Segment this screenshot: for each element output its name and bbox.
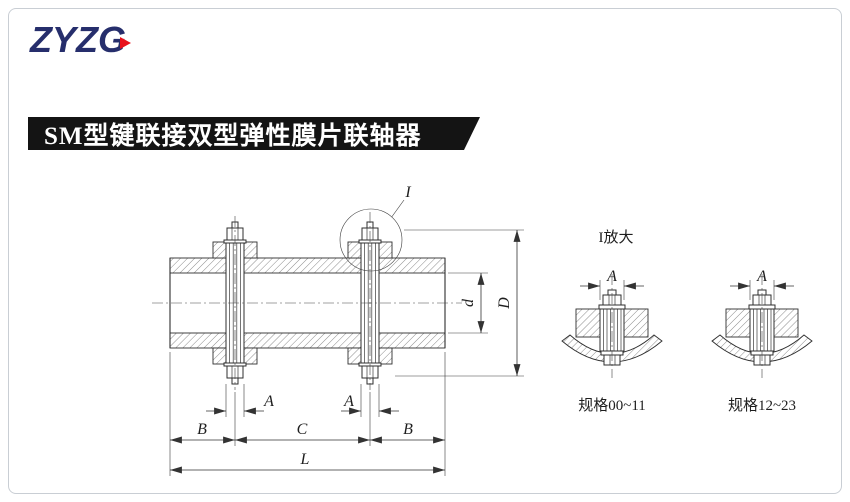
detail-left-dim-A: A <box>606 268 617 285</box>
dim-label-d: d <box>460 298 477 307</box>
page-title: SM型键联接双型弹性膜片联轴器 <box>44 122 422 150</box>
dim-label-D: D <box>496 297 513 310</box>
detail-view-spec-12-23: A 规格12~23 <box>711 268 813 414</box>
detail-right-dim-A: A <box>756 268 767 285</box>
dim-label-B-right: B <box>403 421 413 438</box>
detail-callout-label: I <box>404 184 411 201</box>
dim-label-C: C <box>297 421 308 438</box>
zyzg-logo: ZYZG <box>30 22 131 58</box>
detail-views: I放大 A <box>561 229 813 414</box>
dim-label-A-left: A <box>263 393 274 410</box>
dim-label-L: L <box>300 451 310 468</box>
dimensions: d D A A B C B L <box>169 229 524 476</box>
dim-label-B-left: B <box>197 421 207 438</box>
detail-title: I放大 <box>599 229 634 246</box>
logo-accent-triangle-icon <box>120 37 131 49</box>
detail-view-spec-00-11: A 规格00~11 <box>561 268 663 414</box>
logo-text: ZYZG <box>30 19 126 60</box>
detail-right-caption: 规格12~23 <box>728 397 796 414</box>
main-coupling-view: I <box>152 184 462 390</box>
title-banner: SM型键联接双型弹性膜片联轴器 <box>28 117 480 150</box>
detail-left-caption: 规格00~11 <box>578 397 646 414</box>
dim-label-A-right: A <box>343 393 354 410</box>
